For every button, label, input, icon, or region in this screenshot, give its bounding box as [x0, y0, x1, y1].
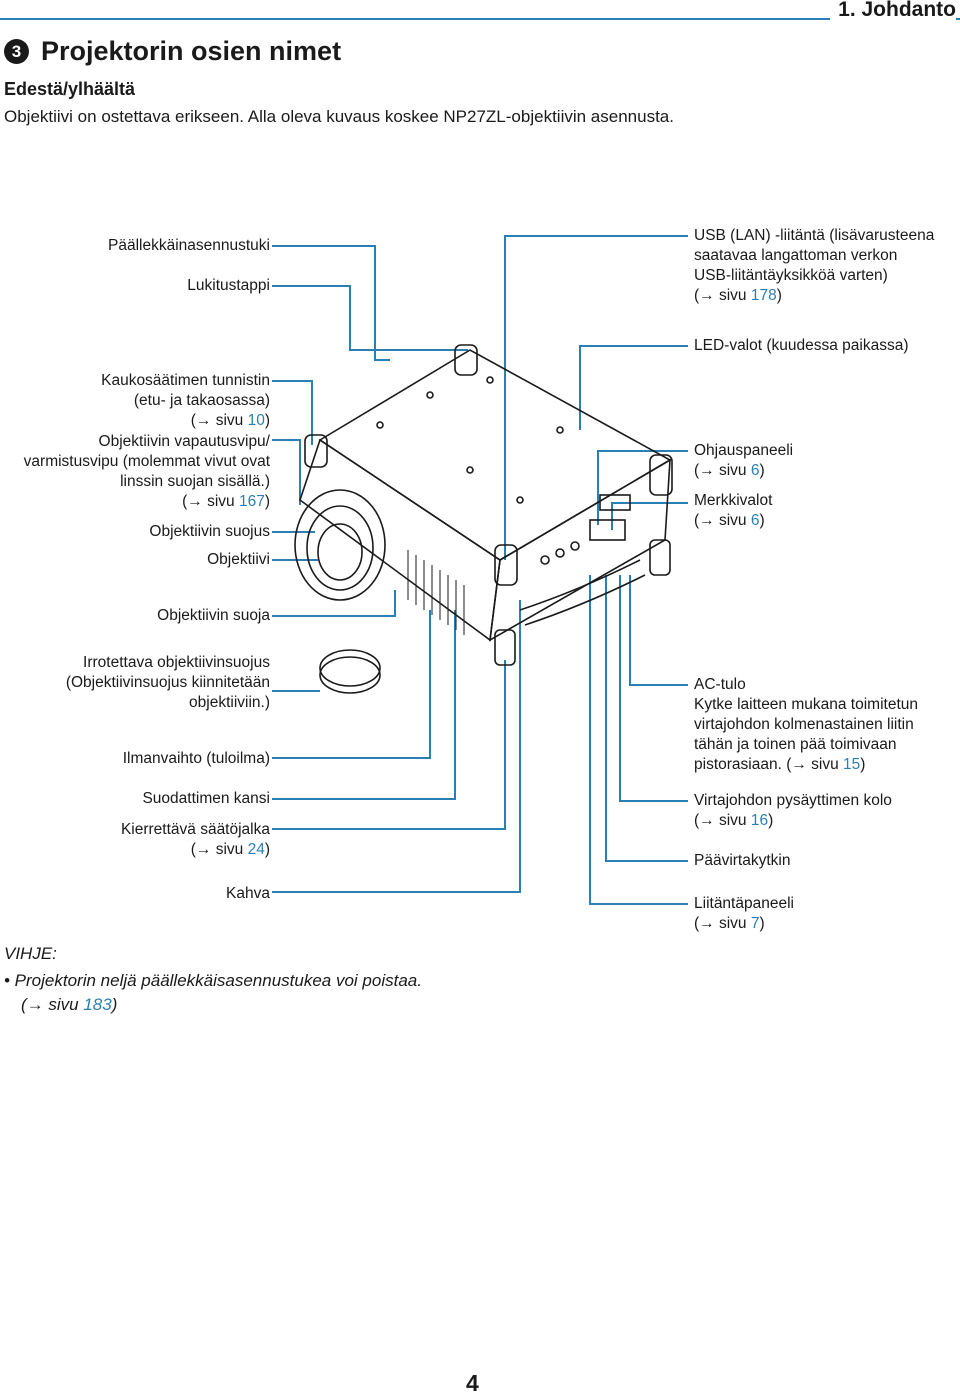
intro-text: Objektiivi on ostettava erikseen. Alla o… [4, 107, 674, 126]
label-usb-lan: USB (LAN) -liitäntä (lisävarusteena saat… [694, 227, 935, 304]
section-title: 3 Projektorin osien nimet [4, 36, 341, 67]
label-tilt-foot: Kierrettävä säätöjalka (→ sivu 24) [120, 821, 270, 858]
page-ref-link[interactable]: 167 [238, 493, 265, 510]
label-lens-release: Objektiivin vapautusvipu/ varmistusvipu … [23, 433, 270, 510]
page-ref-link[interactable]: 10 [247, 412, 265, 429]
tip-text: • Projektorin neljä päällekkäisasennustu… [4, 971, 422, 1014]
leader-lines [272, 235, 688, 905]
label-terminal-panel: Liitäntäpaneeli (→ sivu 7) [694, 895, 794, 932]
chapter-rule [0, 18, 960, 20]
page-ref-link[interactable]: 24 [247, 841, 265, 858]
section-title-text: Projektorin osien nimet [41, 36, 342, 66]
label-stack-support: Päällekkäinasennustuki [108, 237, 270, 254]
label-lens-cover: Objektiivin suojus [149, 523, 270, 540]
label-vent-intake: Ilmanvaihto (tuloilma) [122, 750, 270, 767]
section-number-badge: 3 [4, 39, 29, 64]
page-ref-link[interactable]: 15 [843, 756, 861, 773]
page-ref-link[interactable]: 16 [750, 812, 769, 829]
page-ref-link[interactable]: 178 [750, 287, 777, 304]
label-control-panel: Ohjauspaneeli (→ sivu 6) [694, 442, 794, 479]
label-remote-sensor: Kaukosäätimen tunnistin (etu- ja takaosa… [101, 372, 270, 429]
tip-heading: VIHJE: [4, 944, 57, 963]
label-lens-guard: Objektiivin suoja [157, 607, 270, 624]
label-filter-cover: Suodattimen kansi [142, 790, 270, 807]
page-ref-link[interactable]: 7 [750, 915, 760, 932]
projector-body [294, 344, 673, 694]
page-ref-link[interactable]: 183 [83, 995, 112, 1014]
label-lens: Objektiivi [207, 551, 270, 568]
label-main-power: Päävirtakytkin [694, 852, 791, 869]
label-removable-cover: Irrotettava objektiivinsuojus (Objektiiv… [65, 654, 270, 711]
section-subtitle: Edestä/ylhäältä [4, 79, 136, 99]
page-ref-link[interactable]: 6 [750, 462, 760, 479]
label-led: LED-valot (kuudessa paikassa) [694, 337, 909, 354]
label-lock-pin: Lukitustappi [187, 277, 270, 294]
page-number: 4 [466, 1370, 479, 1396]
page-ref-link[interactable]: 6 [750, 512, 760, 529]
tip-bullet: • Projektorin neljä päällekkäisasennustu… [4, 971, 422, 990]
label-handle: Kahva [226, 885, 270, 902]
label-ac-in: AC-tulo Kytke laitteen mukana toimitetun… [694, 676, 919, 773]
label-cord-stopper: Virtajohdon pysäyttimen kolo (→ sivu 16) [694, 792, 892, 829]
chapter-label: 1. Johdanto [830, 0, 956, 22]
label-indicators: Merkkivalot (→ sivu 6) [694, 492, 773, 529]
